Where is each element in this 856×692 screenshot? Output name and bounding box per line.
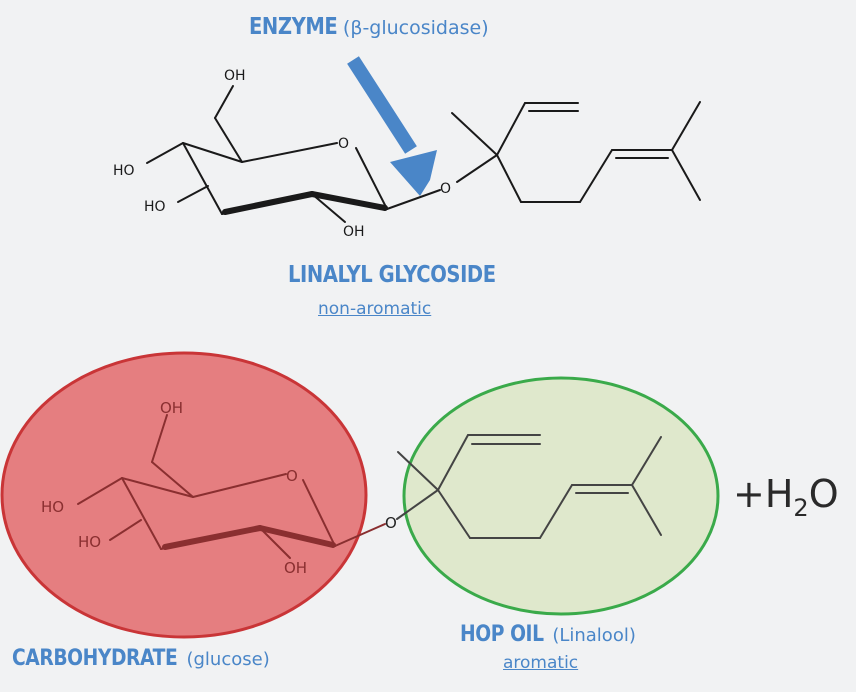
ch2-bond xyxy=(214,117,243,163)
bottom-oh-bottom-label: OH xyxy=(284,559,307,577)
glycoside-title-text: LINALYL GLYCOSIDE xyxy=(288,262,496,288)
ch2oh-bond xyxy=(214,85,234,119)
linalyl-glycoside-structure xyxy=(146,85,701,223)
bottom-oh-top-label: OH xyxy=(160,399,183,417)
top-ho-low-label: HO xyxy=(144,199,166,215)
hop-oil-label: HOP OIL (Linalool) xyxy=(460,622,636,647)
hop-oil-subtitle-link[interactable]: aromatic xyxy=(503,653,579,673)
bottom-ring-o-label: O xyxy=(286,467,298,485)
enzyme-arrow xyxy=(347,56,437,196)
top-link-o-label: O xyxy=(440,181,451,197)
carbohydrate-label: CARBOHYDRATE (glucose) xyxy=(12,646,270,671)
hop-oil-name: HOP OIL xyxy=(460,622,544,647)
glycoside-title: LINALYL GLYCOSIDE xyxy=(288,262,532,288)
top-atom-labels: OH O HO HO OH O xyxy=(113,68,451,240)
carbohydrate-type: (glucose) xyxy=(186,649,270,670)
top-oh-bottom-label: OH xyxy=(343,224,365,240)
arrow-shaft xyxy=(347,56,417,154)
enzyme-type: (β-glucosidase) xyxy=(342,17,489,39)
bottom-link-o-label: O xyxy=(385,514,397,532)
arrow-head xyxy=(390,150,437,196)
bottom-atom-labels: OH O HO HO OH xyxy=(41,399,307,577)
water-formula: +H2O xyxy=(733,472,839,522)
hop-oil-type: (Linalool) xyxy=(552,625,636,646)
top-oh-top-label: OH xyxy=(224,68,246,84)
glucose-ring-bonds xyxy=(182,142,388,215)
linalool-structure xyxy=(396,434,662,539)
bottom-ho-low-label: HO xyxy=(78,533,101,551)
ho-low-bond xyxy=(177,185,209,203)
linalyl-chain-bonds xyxy=(451,101,701,203)
top-ho-left-label: HO xyxy=(113,163,135,179)
ho-left-bond xyxy=(146,142,184,164)
glycosidic-bond xyxy=(386,189,441,210)
enzyme-label: ENZYME(β-glucosidase) xyxy=(249,14,489,40)
glycoside-subtitle-link[interactable]: non-aromatic xyxy=(318,299,432,319)
glucose-structure xyxy=(77,414,386,559)
carbohydrate-name: CARBOHYDRATE xyxy=(12,646,178,671)
bottom-ho-left-label: HO xyxy=(41,498,64,516)
top-ring-o-label: O xyxy=(338,136,349,152)
oh-bottom-bond xyxy=(311,193,346,223)
hop-oil-highlight xyxy=(402,376,720,616)
enzyme-name: ENZYME xyxy=(249,14,338,40)
